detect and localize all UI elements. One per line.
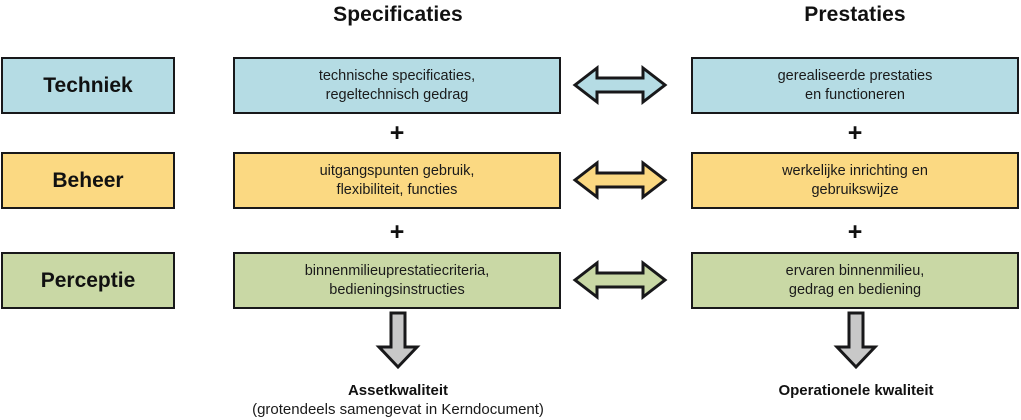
- specification-text-perceptie-line1: binnenmilieuprestatiecriteria,: [304, 262, 490, 279]
- down-arrow-icon-performances: [832, 311, 880, 370]
- category-box-perceptie[interactable]: Perceptie: [1, 252, 175, 309]
- specification-text-techniek-line2: regeltechnisch gedrag: [325, 86, 469, 103]
- outcome-subtitle-assetkwaliteit: (grotendeels samengevat in Kerndocument): [252, 401, 544, 418]
- double-arrow-icon-beheer: [572, 155, 668, 205]
- category-label-techniek: Techniek: [43, 73, 133, 97]
- performance-text-techniek: gerealiseerde prestaties en functioneren: [772, 67, 939, 105]
- outcome-title-assetkwaliteit: Assetkwaliteit: [347, 382, 449, 399]
- plus-sign-specifications-2: +: [389, 218, 405, 246]
- double-arrow-icon-perceptie: [572, 255, 668, 305]
- double-arrow-icon-techniek: [572, 60, 668, 110]
- performance-text-perceptie: ervaren binnenmilieu, gedrag en bedienin…: [780, 262, 931, 300]
- specification-box-techniek[interactable]: technische specificaties, regeltechnisch…: [233, 57, 561, 114]
- down-arrow-icon-specifications: [374, 311, 422, 370]
- specification-box-beheer[interactable]: uitgangspunten gebruik, flexibiliteit, f…: [233, 152, 561, 209]
- plus-sign-performances-1: +: [847, 119, 863, 147]
- category-box-techniek[interactable]: Techniek: [1, 57, 175, 114]
- specification-text-perceptie-line2: bedieningsinstructies: [329, 281, 465, 298]
- specification-text-beheer-line2: flexibiliteit, functies: [336, 181, 458, 198]
- specification-text-beheer-line1: uitgangspunten gebruik,: [319, 162, 475, 179]
- performance-text-beheer: werkelijke inrichting en gebruikswijze: [776, 162, 934, 200]
- category-label-perceptie: Perceptie: [40, 268, 136, 292]
- specification-box-perceptie[interactable]: binnenmilieuprestatiecriteria, bediening…: [233, 252, 561, 309]
- column-header-prestaties: Prestaties: [804, 3, 906, 26]
- performance-box-techniek[interactable]: gerealiseerde prestaties en functioneren: [691, 57, 1019, 114]
- column-header-specificaties: Specificaties: [333, 3, 463, 26]
- plus-sign-specifications-1: +: [389, 119, 405, 147]
- performance-box-beheer[interactable]: werkelijke inrichting en gebruikswijze: [691, 152, 1019, 209]
- performance-box-perceptie[interactable]: ervaren binnenmilieu, gedrag en bedienin…: [691, 252, 1019, 309]
- category-label-beheer: Beheer: [52, 168, 124, 192]
- performance-text-beheer-line1: werkelijke inrichting en: [782, 162, 928, 179]
- performance-text-perceptie-line1: ervaren binnenmilieu,: [785, 262, 925, 279]
- performance-text-perceptie-line2: gedrag en bediening: [788, 281, 922, 298]
- specification-text-techniek-line1: technische specificaties,: [318, 67, 476, 84]
- plus-sign-performances-2: +: [847, 218, 863, 246]
- category-box-beheer[interactable]: Beheer: [1, 152, 175, 209]
- performance-text-techniek-line1: gerealiseerde prestaties: [777, 67, 933, 84]
- specification-text-perceptie: binnenmilieuprestatiecriteria, bediening…: [299, 262, 496, 300]
- performance-text-beheer-line2: gebruikswijze: [811, 181, 899, 198]
- performance-text-techniek-line2: en functioneren: [805, 86, 905, 103]
- specification-text-beheer: uitgangspunten gebruik, flexibiliteit, f…: [314, 162, 481, 200]
- specification-text-techniek: technische specificaties, regeltechnisch…: [313, 67, 481, 105]
- outcome-title-operationele-kwaliteit: Operationele kwaliteit: [778, 382, 934, 399]
